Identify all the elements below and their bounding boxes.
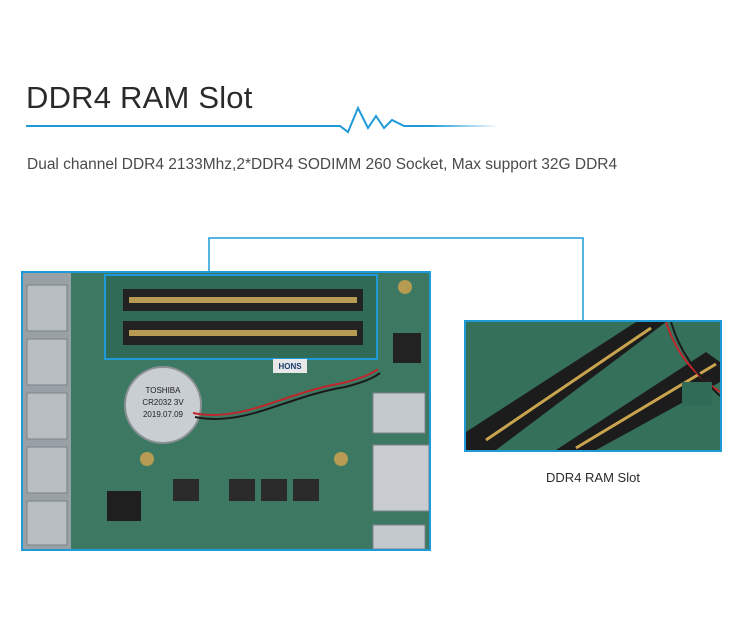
usb-port (372, 392, 426, 434)
ram-slot-closeup-illustration (466, 322, 720, 450)
svg-text:CR2032 3V: CR2032 3V (142, 398, 184, 407)
cmos-battery: TOSHIBA CR2032 3V 2019.07.09 (124, 366, 202, 444)
hons-logo-text: HONS (278, 362, 302, 371)
hons-logo (273, 359, 307, 373)
inductor (229, 479, 255, 501)
battery-wire-red (192, 368, 379, 416)
mounting-hole (140, 452, 154, 466)
closeup-wire-black (670, 322, 720, 397)
ram-slot-highlight (104, 274, 378, 360)
svg-text:2019.07.09: 2019.07.09 (143, 410, 184, 419)
lan-port-shells (26, 284, 68, 546)
svg-text:TOSHIBA: TOSHIBA (146, 386, 182, 395)
motherboard-illustration: TOSHIBA CR2032 3V 2019.07.09 HONS (23, 273, 429, 549)
closeup-slot-top (466, 322, 666, 450)
inductor (261, 479, 287, 501)
ram-slot-bottom (123, 321, 363, 345)
spec-description: Dual channel DDR4 2133Mhz,2*DDR4 SODIMM … (27, 156, 618, 173)
ram-slot-closeup-photo (464, 320, 722, 452)
battery-wire-black (194, 372, 381, 420)
usb-port-lower (372, 524, 426, 549)
page-title: DDR4 RAM Slot (26, 80, 253, 115)
chip (107, 491, 141, 521)
mounting-hole (334, 452, 348, 466)
title-pulse-underline (26, 105, 500, 134)
header-connector (393, 333, 421, 363)
ram-slot-top (123, 289, 363, 311)
mounting-hole (398, 280, 412, 294)
closeup-slot-bottom (556, 352, 720, 450)
motherboard-photo: TOSHIBA CR2032 3V 2019.07.09 HONS (21, 271, 431, 551)
ram-slot-caption: DDR4 RAM Slot (546, 470, 640, 485)
inductor (293, 479, 319, 501)
closeup-marking (682, 382, 712, 406)
rj45-port (372, 444, 429, 512)
inductor (173, 479, 199, 501)
